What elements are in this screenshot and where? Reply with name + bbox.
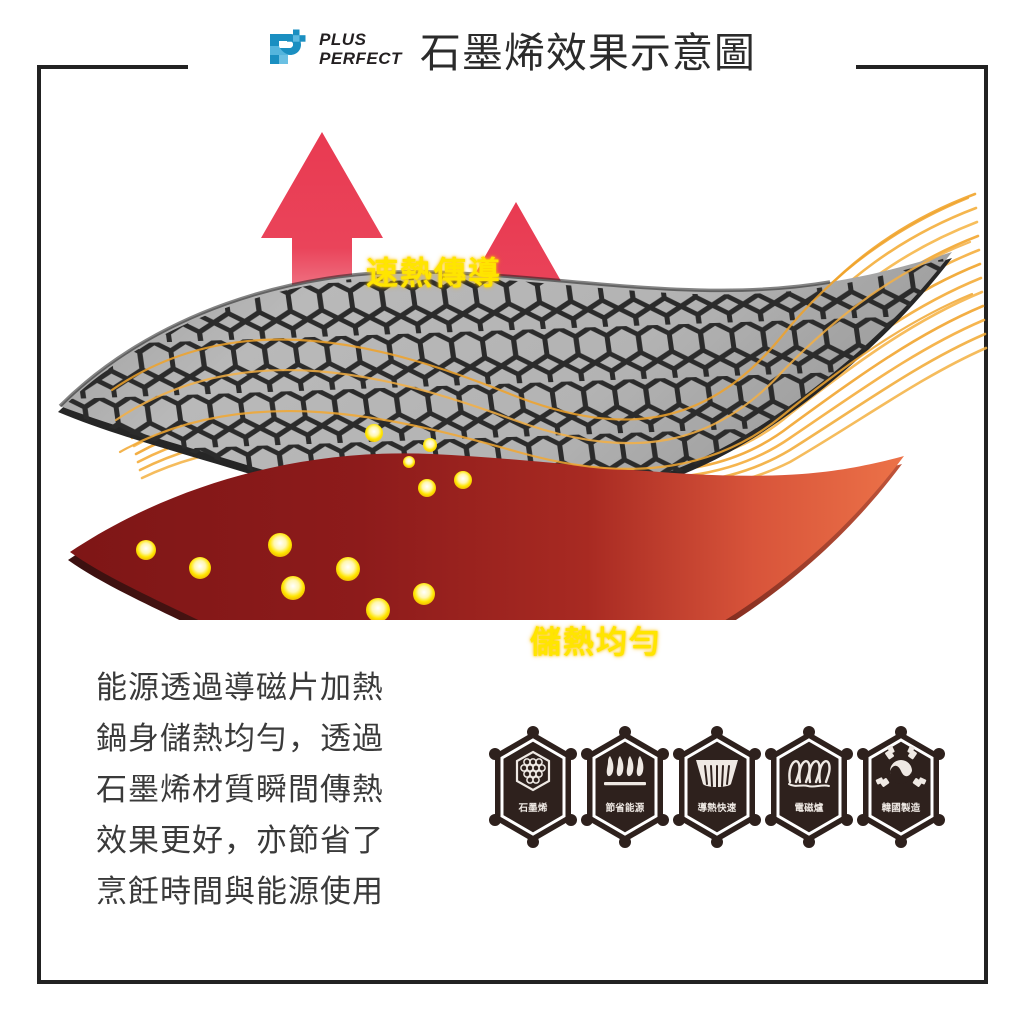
plus-p-logo-icon bbox=[268, 28, 312, 70]
page-title: 石墨烯效果示意圖 bbox=[419, 29, 756, 77]
frame-left-rule bbox=[37, 65, 41, 984]
feature-badge-row: 石墨烯 bbox=[486, 726, 956, 848]
heat-flow-lines-overlay bbox=[110, 196, 974, 470]
induction-coil-icon bbox=[788, 759, 831, 788]
badge-frame bbox=[857, 726, 945, 848]
badge-fast-conduction: 導熱快速 bbox=[670, 726, 764, 848]
badge-energy-saving: 節省能源 bbox=[578, 726, 672, 848]
description-line: 烹飪時間與能源使用 bbox=[96, 874, 384, 910]
brand-line-2: PERFECT bbox=[319, 49, 402, 68]
badge-made-in-korea: 韓國製造 bbox=[854, 726, 948, 848]
heat-dots-sheet bbox=[365, 424, 472, 497]
frame-top-right-rule bbox=[856, 65, 988, 69]
brand-wordmark: PLUS PERFECT bbox=[319, 31, 402, 67]
badge-frame bbox=[489, 726, 577, 848]
header: PLUS PERFECT 石墨烯效果示意圖 bbox=[0, 18, 1024, 80]
heat-dots-plate bbox=[136, 533, 435, 620]
frame-right-rule bbox=[984, 65, 988, 984]
heat-arrow-left bbox=[261, 132, 383, 390]
korean-flag-icon bbox=[875, 745, 927, 787]
badge-graphene: 石墨烯 bbox=[486, 726, 580, 848]
badge-induction: 電磁爐 bbox=[762, 726, 856, 848]
brand-line-1: PLUS bbox=[319, 30, 367, 49]
frame-top-left-rule bbox=[37, 65, 188, 69]
heat-storage-plate bbox=[68, 453, 904, 620]
label-fast-heat-conduction: 速熱傳導 bbox=[366, 254, 503, 292]
pot-icon bbox=[696, 760, 738, 788]
badge-frame bbox=[581, 726, 669, 848]
description-line: 效果更好，亦節省了 bbox=[96, 823, 384, 859]
description-line: 石墨烯材質瞬間傳熱 bbox=[96, 772, 384, 808]
description-line: 鍋身儲熱均勻，透過 bbox=[96, 721, 384, 757]
brand-logo: PLUS PERFECT bbox=[268, 28, 402, 70]
description-text: 能源透過導磁片加熱 鍋身儲熱均勻，透過 石墨烯材質瞬間傳熱 效果更好，亦節省了 … bbox=[96, 663, 496, 918]
honeycomb-icon bbox=[515, 750, 551, 792]
description-line: 能源透過導磁片加熱 bbox=[96, 670, 384, 706]
flames-icon bbox=[604, 756, 646, 786]
graphene-diagram: 速熱傳導 儲熱均勻 bbox=[0, 90, 1024, 661]
frame-bottom-rule bbox=[37, 980, 988, 984]
label-even-heat-storage: 儲熱均勻 bbox=[530, 625, 662, 661]
